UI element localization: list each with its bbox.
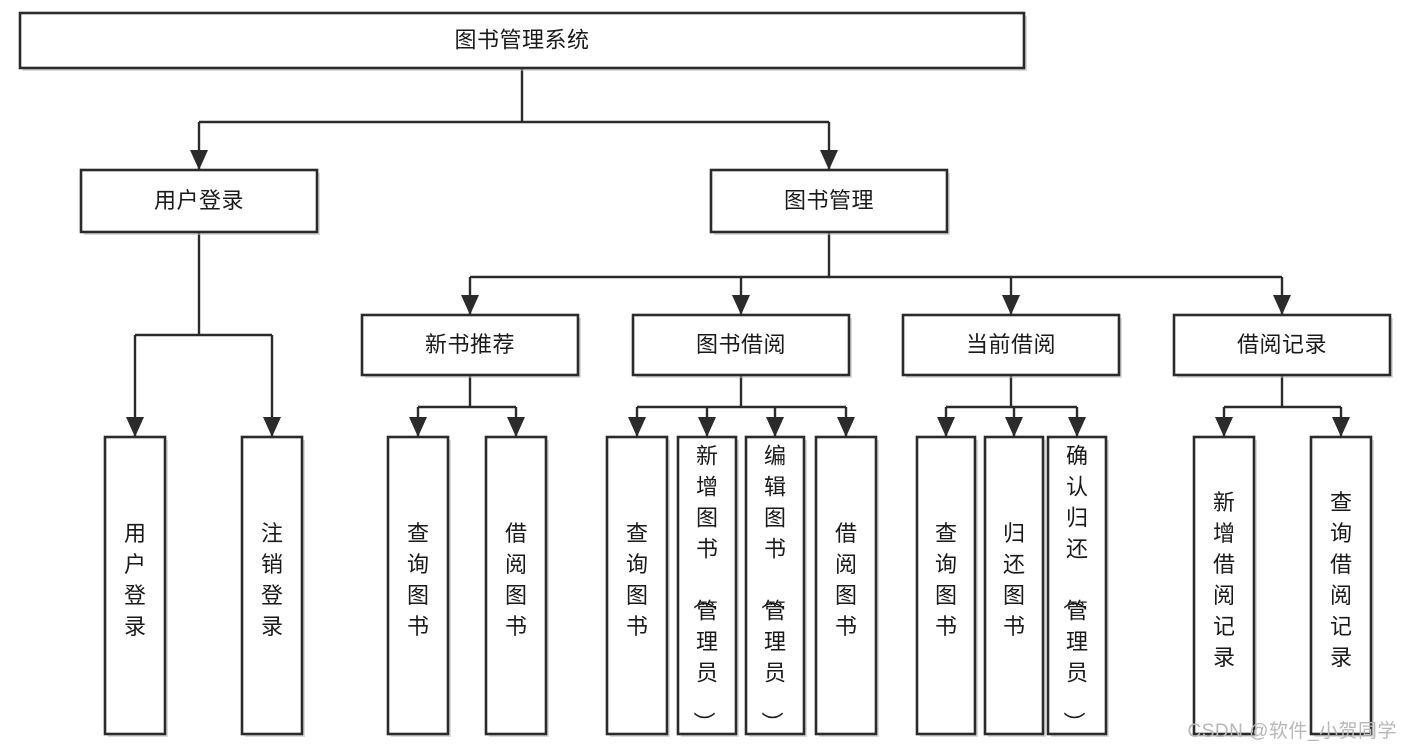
node-box — [240, 435, 304, 736]
node-leaf-borrow-book[interactable]: 借阅图书 — [814, 435, 879, 737]
node-label: 图书管理系统 — [454, 27, 589, 52]
node-label: 新增图书（管理员） — [691, 444, 718, 734]
edges-user-login — [126, 232, 281, 437]
node-label: 图书管理 — [784, 188, 874, 213]
node-label: 注销登录 — [261, 521, 283, 639]
arrowhead-icon — [190, 150, 208, 170]
node-new-book-recommend[interactable]: 新书推荐 — [360, 313, 581, 378]
arrowhead-icon — [1273, 295, 1291, 315]
node-box — [605, 435, 669, 736]
node-label: 查询图书 — [626, 521, 648, 639]
arrowhead-icon — [1005, 417, 1023, 437]
node-box — [1172, 313, 1392, 377]
node-box — [1046, 435, 1108, 736]
edges-book-manage — [461, 232, 1291, 315]
node-box — [1309, 435, 1373, 736]
node-label: 用户登录 — [124, 521, 146, 639]
node-leaf-query-book-borrow[interactable]: 查询图书 — [605, 435, 670, 737]
node-label: 查询借阅记录 — [1330, 490, 1352, 670]
arrowhead-icon — [1215, 417, 1233, 437]
node-label: 查询图书 — [935, 521, 957, 639]
node-current-borrow[interactable]: 当前借阅 — [901, 313, 1122, 378]
arrowhead-icon — [263, 417, 281, 437]
node-label: 借阅记录 — [1237, 332, 1327, 357]
node-borrow-record[interactable]: 借阅记录 — [1172, 313, 1393, 378]
node-label: 新增借阅记录 — [1213, 490, 1235, 670]
node-leaf-edit-book[interactable]: 编辑图书（管理员） — [744, 435, 807, 737]
node-leaf-query-book-rec[interactable]: 查询图书 — [386, 435, 451, 737]
node-label: 查询图书 — [407, 521, 429, 639]
node-label: 当前借阅 — [966, 332, 1056, 357]
node-label: 确认归还（管理员） — [1061, 444, 1088, 734]
node-box — [744, 435, 806, 736]
node-book-borrow[interactable]: 图书借阅 — [631, 313, 852, 378]
node-label: 借阅图书 — [505, 521, 527, 639]
node-label: 归还图书 — [1003, 521, 1025, 639]
edges-borrow-record — [1215, 375, 1350, 437]
edges-new-book-recommend — [409, 375, 525, 437]
node-box — [709, 168, 949, 234]
node-box — [18, 11, 1026, 70]
node-leaf-add-book[interactable]: 新增图书（管理员） — [676, 435, 739, 737]
arrowhead-icon — [698, 417, 716, 437]
node-box — [484, 435, 548, 736]
node-box — [901, 313, 1121, 377]
arrowhead-icon — [837, 417, 855, 437]
node-leaf-query-record[interactable]: 查询借阅记录 — [1309, 435, 1374, 737]
arrowhead-icon — [461, 295, 479, 315]
node-box — [983, 435, 1045, 736]
edges-layer — [126, 68, 1350, 437]
arrowhead-icon — [126, 417, 144, 437]
node-box — [103, 435, 167, 736]
arrowhead-icon — [732, 295, 750, 315]
edges-current-borrow — [937, 375, 1086, 437]
node-leaf-add-record[interactable]: 新增借阅记录 — [1192, 435, 1257, 737]
node-leaf-return-book[interactable]: 归还图书 — [983, 435, 1046, 737]
node-book-manage[interactable]: 图书管理 — [709, 168, 950, 235]
node-leaf-logout[interactable]: 注销登录 — [240, 435, 305, 737]
node-box — [814, 435, 878, 736]
node-root[interactable]: 图书管理系统 — [18, 11, 1027, 71]
node-leaf-query-book-cur[interactable]: 查询图书 — [915, 435, 978, 737]
edges-book-borrow — [628, 375, 855, 437]
arrowhead-icon — [766, 417, 784, 437]
arrowhead-icon — [1068, 417, 1086, 437]
node-box — [360, 313, 580, 377]
arrowhead-icon — [507, 417, 525, 437]
arrowhead-icon — [1002, 295, 1020, 315]
node-label: 借阅图书 — [835, 521, 857, 639]
node-box — [386, 435, 450, 736]
nodes-layer: 图书管理系统用户登录图书管理新书推荐图书借阅当前借阅借阅记录用户登录注销登录查询… — [18, 11, 1393, 737]
node-leaf-user-login[interactable]: 用户登录 — [103, 435, 168, 737]
arrowhead-icon — [1332, 417, 1350, 437]
node-box — [79, 168, 319, 234]
node-box — [915, 435, 977, 736]
node-label: 用户登录 — [154, 188, 244, 213]
node-leaf-confirm-return[interactable]: 确认归还（管理员） — [1046, 435, 1109, 737]
node-box — [1192, 435, 1256, 736]
arrowhead-icon — [820, 150, 838, 170]
node-label: 新书推荐 — [425, 332, 515, 357]
node-label: 编辑图书（管理员） — [759, 444, 786, 734]
arrowhead-icon — [937, 417, 955, 437]
node-user-login[interactable]: 用户登录 — [79, 168, 320, 235]
edges-root — [190, 68, 838, 170]
arrowhead-icon — [628, 417, 646, 437]
arrowhead-icon — [409, 417, 427, 437]
node-box — [631, 313, 851, 377]
node-leaf-borrow-book-rec[interactable]: 借阅图书 — [484, 435, 549, 737]
node-box — [676, 435, 738, 736]
node-label: 图书借阅 — [696, 332, 786, 357]
